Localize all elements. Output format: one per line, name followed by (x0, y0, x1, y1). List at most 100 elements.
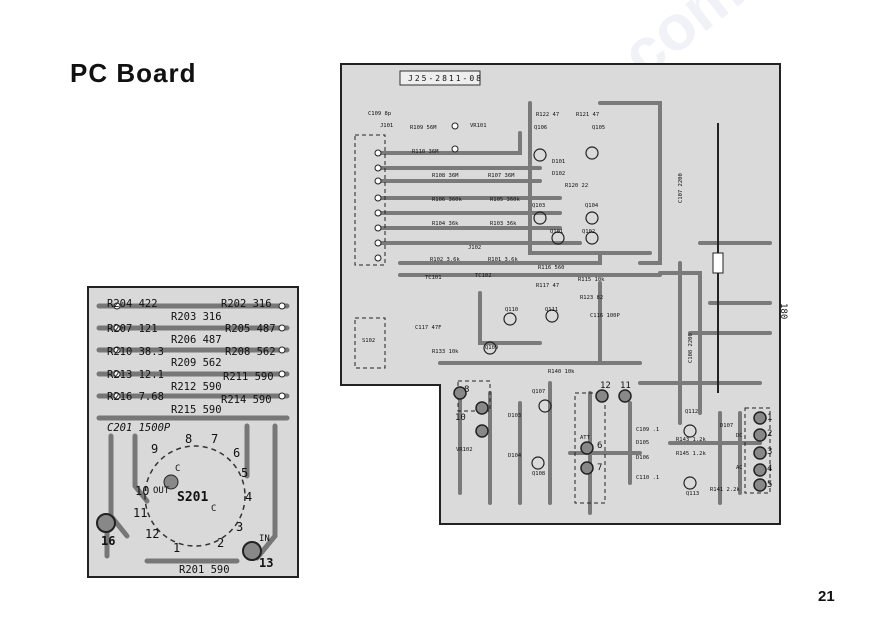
label-180: 180 (778, 303, 788, 320)
terminal-3-main: 3 (767, 447, 773, 457)
page-number: 21 (818, 588, 835, 605)
label-r115: R115 10k (578, 277, 605, 283)
label-r133: R133 10k (432, 349, 459, 355)
label-r107: R107 36M (488, 173, 515, 179)
label-r123: R123 82 (580, 295, 604, 301)
label-r213: R213 12.1 (107, 369, 164, 381)
label-r205: R205 487 (225, 323, 276, 335)
label-r101: R101 3.6k (488, 257, 518, 263)
label-r203: R203 316 (171, 311, 222, 323)
label-q111: Q111 (545, 307, 559, 313)
terminal-6: 6 (233, 446, 241, 460)
terminal-11: 11 (133, 506, 148, 520)
label-q113: Q113 (686, 491, 700, 497)
label-vr101: VR101 (470, 123, 487, 129)
page-title: PC Board (70, 58, 197, 88)
terminal-12: 12 (145, 527, 160, 541)
terminal-4-main: 4 (767, 464, 773, 474)
terminal-3: 3 (236, 520, 244, 534)
label-r206: R206 487 (171, 334, 222, 346)
label-d106: D106 (636, 455, 650, 461)
label-r105: R105 360k (490, 197, 520, 203)
terminal-4: 4 (245, 490, 253, 504)
label-r214: R214 590 (221, 394, 272, 406)
label-c117: C117 47F (415, 325, 442, 331)
terminal-8-main: 8 (464, 385, 470, 395)
label-r209: R209 562 (171, 357, 222, 369)
label-c109-01: C109 .1 (636, 427, 660, 433)
label-dc: DC (736, 433, 743, 439)
label-r145: R145 1.2k (676, 451, 706, 457)
label-q102: Q102 (582, 229, 596, 235)
label-d103: D103 (508, 413, 522, 419)
pad-13: 13 (259, 556, 274, 570)
label-d105: D105 (636, 440, 650, 446)
label-c201: C201 1500P (107, 422, 171, 434)
label-att: ATT (580, 435, 590, 441)
terminal-7: 7 (211, 432, 219, 446)
pad-16: 16 (101, 534, 116, 548)
label-r104: R104 36k (432, 221, 459, 227)
label-c110-01: C110 .1 (636, 475, 660, 481)
label-q104: Q104 (585, 203, 599, 209)
label-r106: R106 360k (432, 197, 462, 203)
switch-board-artwork (87, 286, 299, 578)
label-r116: R116 560 (538, 265, 565, 271)
label-r216: R216 7.68 (107, 391, 164, 403)
label-c108: C108 2200 (688, 333, 694, 363)
main-board: J25-2811-08 C109 8p R109 56M VR101 R110 … (340, 63, 788, 526)
terminal-7-main: 7 (597, 463, 603, 473)
marking-c-top: C (175, 464, 181, 474)
label-tc101: TC101 (425, 275, 442, 281)
terminal-10: 10 (135, 484, 150, 498)
label-r143: R143 1.2k (676, 437, 706, 443)
main-board-artwork (340, 63, 781, 525)
label-vr102: VR102 (456, 447, 473, 453)
label-tc102: TC102 (475, 273, 492, 279)
terminal-8: 8 (185, 432, 193, 446)
label-q108: Q108 (532, 471, 546, 477)
label-r140: R140 10k (548, 369, 575, 375)
label-q105: Q105 (592, 125, 606, 131)
label-d102: D102 (552, 171, 566, 177)
marking-in: IN (259, 534, 270, 544)
label-q101: Q101 (550, 229, 564, 235)
label-ac: AC (736, 465, 743, 471)
label-r102: R102 3.6k (430, 257, 460, 263)
marking-c-bottom: C (211, 504, 217, 514)
label-r110: R110 36M (412, 149, 439, 155)
label-d101: D101 (552, 159, 566, 165)
terminal-5-main: 5 (767, 480, 773, 490)
label-j102: J102 (468, 245, 482, 251)
label-r109: R109 56M (410, 125, 437, 131)
label-r201: R201 590 (179, 564, 230, 576)
label-r215: R215 590 (171, 404, 222, 416)
label-s102: S102 (362, 338, 376, 344)
label-q106: Q106 (534, 125, 548, 131)
label-d107: D107 (720, 423, 734, 429)
terminal-12-main: 12 (600, 381, 611, 391)
label-q110: Q110 (505, 307, 519, 313)
label-r120: R120 22 (565, 183, 589, 189)
label-q103: Q103 (532, 203, 546, 209)
label-r103: R103 36k (490, 221, 517, 227)
label-r208: R208 562 (225, 346, 276, 358)
label-c116: C116 100P (590, 313, 620, 319)
terminal-9: 9 (151, 442, 159, 456)
label-q109: Q109 (485, 345, 499, 351)
label-q107: Q107 (532, 389, 546, 395)
label-d104: D104 (508, 453, 522, 459)
label-c109-8p: C109 8p (368, 111, 392, 117)
label-r108: R108 36M (432, 173, 459, 179)
label-r204: R204 422 (107, 298, 158, 310)
label-s201: S201 (177, 490, 209, 505)
label-q112: Q112 (685, 409, 699, 415)
terminal-5: 5 (241, 466, 249, 480)
terminal-2-main: 2 (767, 429, 773, 439)
marking-out: OUT (153, 486, 170, 496)
terminal-6-main: 6 (597, 441, 603, 451)
label-r141: R141 2.2k (710, 487, 740, 493)
label-r121: R121 47 (576, 112, 600, 118)
label-r211: R211 590 (223, 371, 274, 383)
switch-board: R204 422 R202 316 R203 316 R207 121 R205… (87, 286, 299, 578)
